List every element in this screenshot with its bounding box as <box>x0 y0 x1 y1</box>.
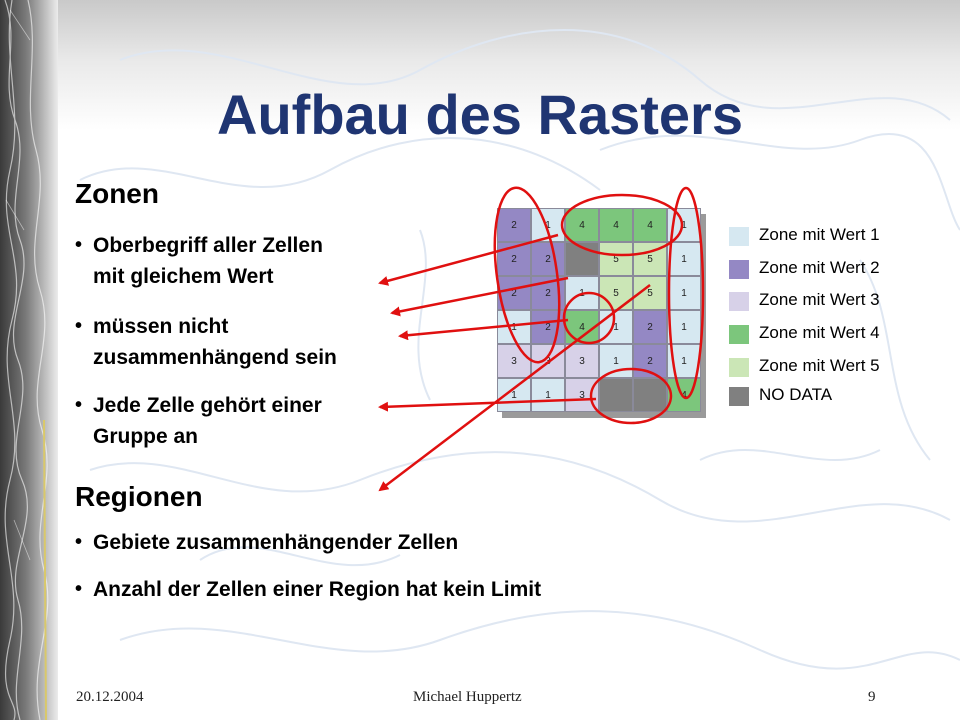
slide-title: Aufbau des Rasters <box>217 83 743 146</box>
raster-cell: 4 <box>565 208 599 242</box>
raster-cell: 1 <box>531 208 565 242</box>
legend-label: Zone mit Wert 5 <box>759 356 880 375</box>
raster-cell: 1 <box>497 378 531 412</box>
regionen-heading: Regionen <box>75 481 203 512</box>
raster-cell: 5 <box>599 242 633 276</box>
raster-cell: 4 <box>633 208 667 242</box>
raster-cell: 5 <box>633 242 667 276</box>
bullet-dot: • <box>75 531 83 553</box>
raster-cell: 2 <box>497 276 531 310</box>
footer-author: Michael Huppertz <box>413 689 522 705</box>
zonen-heading: Zonen <box>75 178 159 209</box>
regionen-bullet-2: • Anzahl der Zellen einer Region hat kei… <box>75 574 541 605</box>
raster-cell: 2 <box>633 344 667 378</box>
raster-cell: 1 <box>667 208 701 242</box>
raster-cell: 1 <box>531 378 565 412</box>
legend-label: Zone mit Wert 2 <box>759 258 880 277</box>
raster-cell <box>565 242 599 276</box>
raster-cell: 4 <box>565 310 599 344</box>
raster-cell: 3 <box>565 378 599 412</box>
raster-cell: 3 <box>565 344 599 378</box>
legend-swatch <box>729 358 749 377</box>
bullet-dot: • <box>75 394 83 416</box>
bullet-dot: • <box>75 234 83 256</box>
legend-swatch <box>729 292 749 311</box>
footer-date: 20.12.2004 <box>76 689 144 705</box>
legend-label: Zone mit Wert 3 <box>759 290 880 309</box>
footer-page-number: 9 <box>868 689 876 705</box>
raster-cell: 1 <box>667 276 701 310</box>
raster-cell: 1 <box>497 310 531 344</box>
raster-cell: 1 <box>667 344 701 378</box>
raster-cell: 2 <box>531 242 565 276</box>
legend-label: Zone mit Wert 4 <box>759 323 880 342</box>
legend-swatch <box>729 325 749 344</box>
raster-cell: 1 <box>565 276 599 310</box>
raster-cell: 5 <box>633 276 667 310</box>
raster-cell: 4 <box>599 208 633 242</box>
raster-cell <box>633 378 667 412</box>
raster-cell: 1 <box>667 310 701 344</box>
legend-label: NO DATA <box>759 385 833 404</box>
raster-cell: 1 <box>599 310 633 344</box>
legend-swatch <box>729 227 749 246</box>
zonen-bullet-1: • Oberbegriff aller Zellen mit gleichem … <box>75 230 323 292</box>
raster-cell: 2 <box>633 310 667 344</box>
zonen-bullet-2: • müssen nicht zusammenhängend sein <box>75 311 337 373</box>
zonen-bullet-3: • Jede Zelle gehört einer Gruppe an <box>75 390 322 452</box>
legend-label: Zone mit Wert 1 <box>759 225 880 244</box>
legend-swatch <box>729 387 749 406</box>
raster-cell: 1 <box>599 344 633 378</box>
raster-cell: 3 <box>531 344 565 378</box>
left-map-strip <box>0 0 58 720</box>
raster-cell: 2 <box>531 276 565 310</box>
raster-cell: 1 <box>667 242 701 276</box>
regionen-bullet-1: • Gebiete zusammenhängender Zellen <box>75 527 458 558</box>
legend-swatch <box>729 260 749 279</box>
raster-cell: 4 <box>667 378 701 412</box>
raster-cell: 5 <box>599 276 633 310</box>
raster-cell: 2 <box>497 208 531 242</box>
bullet-dot: • <box>75 578 83 600</box>
raster-cell: 3 <box>497 344 531 378</box>
bullet-dot: • <box>75 315 83 337</box>
raster-cell: 2 <box>497 242 531 276</box>
raster-cell <box>599 378 633 412</box>
raster-cell: 2 <box>531 310 565 344</box>
